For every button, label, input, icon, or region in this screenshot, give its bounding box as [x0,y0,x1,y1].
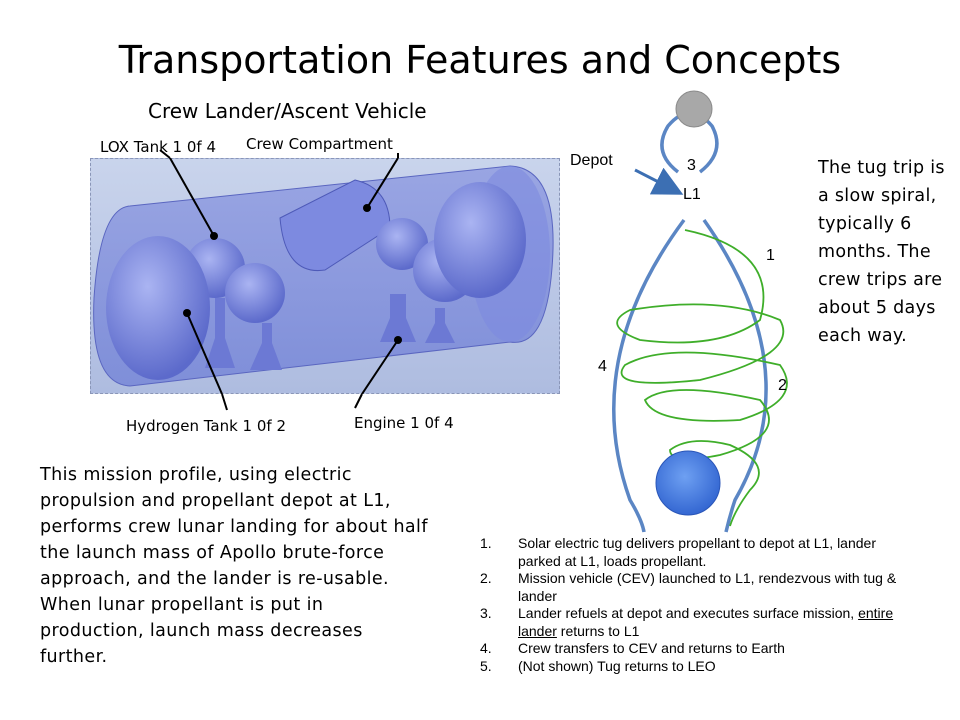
list-item: 3. Lander refuels at depot and executes s… [480,605,910,640]
label-lox-tank: LOX Tank 1 0f 4 [100,138,216,156]
label-depot: Depot [570,152,613,169]
crew-compartment-leader-dot [363,204,371,212]
label-engine: Engine 1 0f 4 [354,414,454,432]
lander-subtitle: Crew Lander/Ascent Vehicle [148,99,427,123]
engine-leader-dot [394,336,402,344]
lox-tank-leader [169,158,215,237]
moon-shape [675,90,713,128]
list-item: 1. Solar electric tug delivers propellant… [480,535,910,570]
hydrogen-tank-shape [434,182,526,298]
trajectory-diagram [612,90,788,533]
step-text: (Not shown) Tug returns to LEO [518,657,716,674]
tug-spiral-path [616,229,788,527]
engine-shape [380,294,416,342]
engine-leader [361,339,399,394]
lox-tank-shape [376,218,428,270]
mission-description: This mission profile, using electric pro… [40,465,428,667]
step-number-3: 3 [687,157,696,174]
page-title: Transportation Features and Concepts [118,38,842,82]
label-crew-compartment: Crew Compartment [246,135,393,153]
list-item: 2. Mission vehicle (CEV) launched to L1, … [480,570,910,605]
step-number: 4. [480,640,492,656]
step-text: Crew transfers to CEV and returns to Ear… [518,640,785,656]
step-text-underlined: entire lander [518,605,894,639]
mission-steps-list: 1. Solar electric tug delivers propellant… [480,535,910,675]
trajectory-outbound [612,218,686,533]
step-number: 5. [480,657,492,674]
step-text-pre: Lander refuels at depot and executes sur… [518,605,859,621]
hydrogen-tank-leader-dot [183,309,191,317]
step-text: Mission vehicle (CEV) launched to L1, re… [518,570,897,604]
crew-compartment-leader [366,158,399,209]
step-number-2: 2 [778,377,787,394]
step-number: 1. [480,535,492,551]
lander-illustration [93,158,554,394]
step-text-post: returns to L1 [556,622,640,639]
label-hydrogen-tank: Hydrogen Tank 1 0f 2 [126,417,286,435]
engine-shape [250,323,282,370]
step-number-4: 4 [598,358,607,375]
lox-tank-leader-dot [210,232,218,240]
step-text: Solar electric tug delivers propellant t… [518,535,876,569]
earth-shape [655,450,721,516]
crew-compartment-shape [279,179,391,272]
step-number: 3. [480,605,492,621]
hydrogen-tank-leader [186,312,223,394]
step-number: 2. [480,570,492,586]
trajectory-inbound [702,218,768,533]
hydrogen-tank-shape [106,236,210,380]
tug-note: The tug trip is a slow spiral, typically… [818,158,945,346]
step-number-1: 1 [766,247,775,264]
list-item: 4. Crew transfers to CEV and returns to E… [480,640,910,658]
engine-shape [425,308,455,343]
depot-arrow [634,167,684,195]
engine-shape [205,298,235,368]
list-item: 5. (Not shown) Tug returns to LEO [480,658,910,676]
lox-tank-shape [225,263,285,323]
label-l1: L1 [683,186,701,203]
